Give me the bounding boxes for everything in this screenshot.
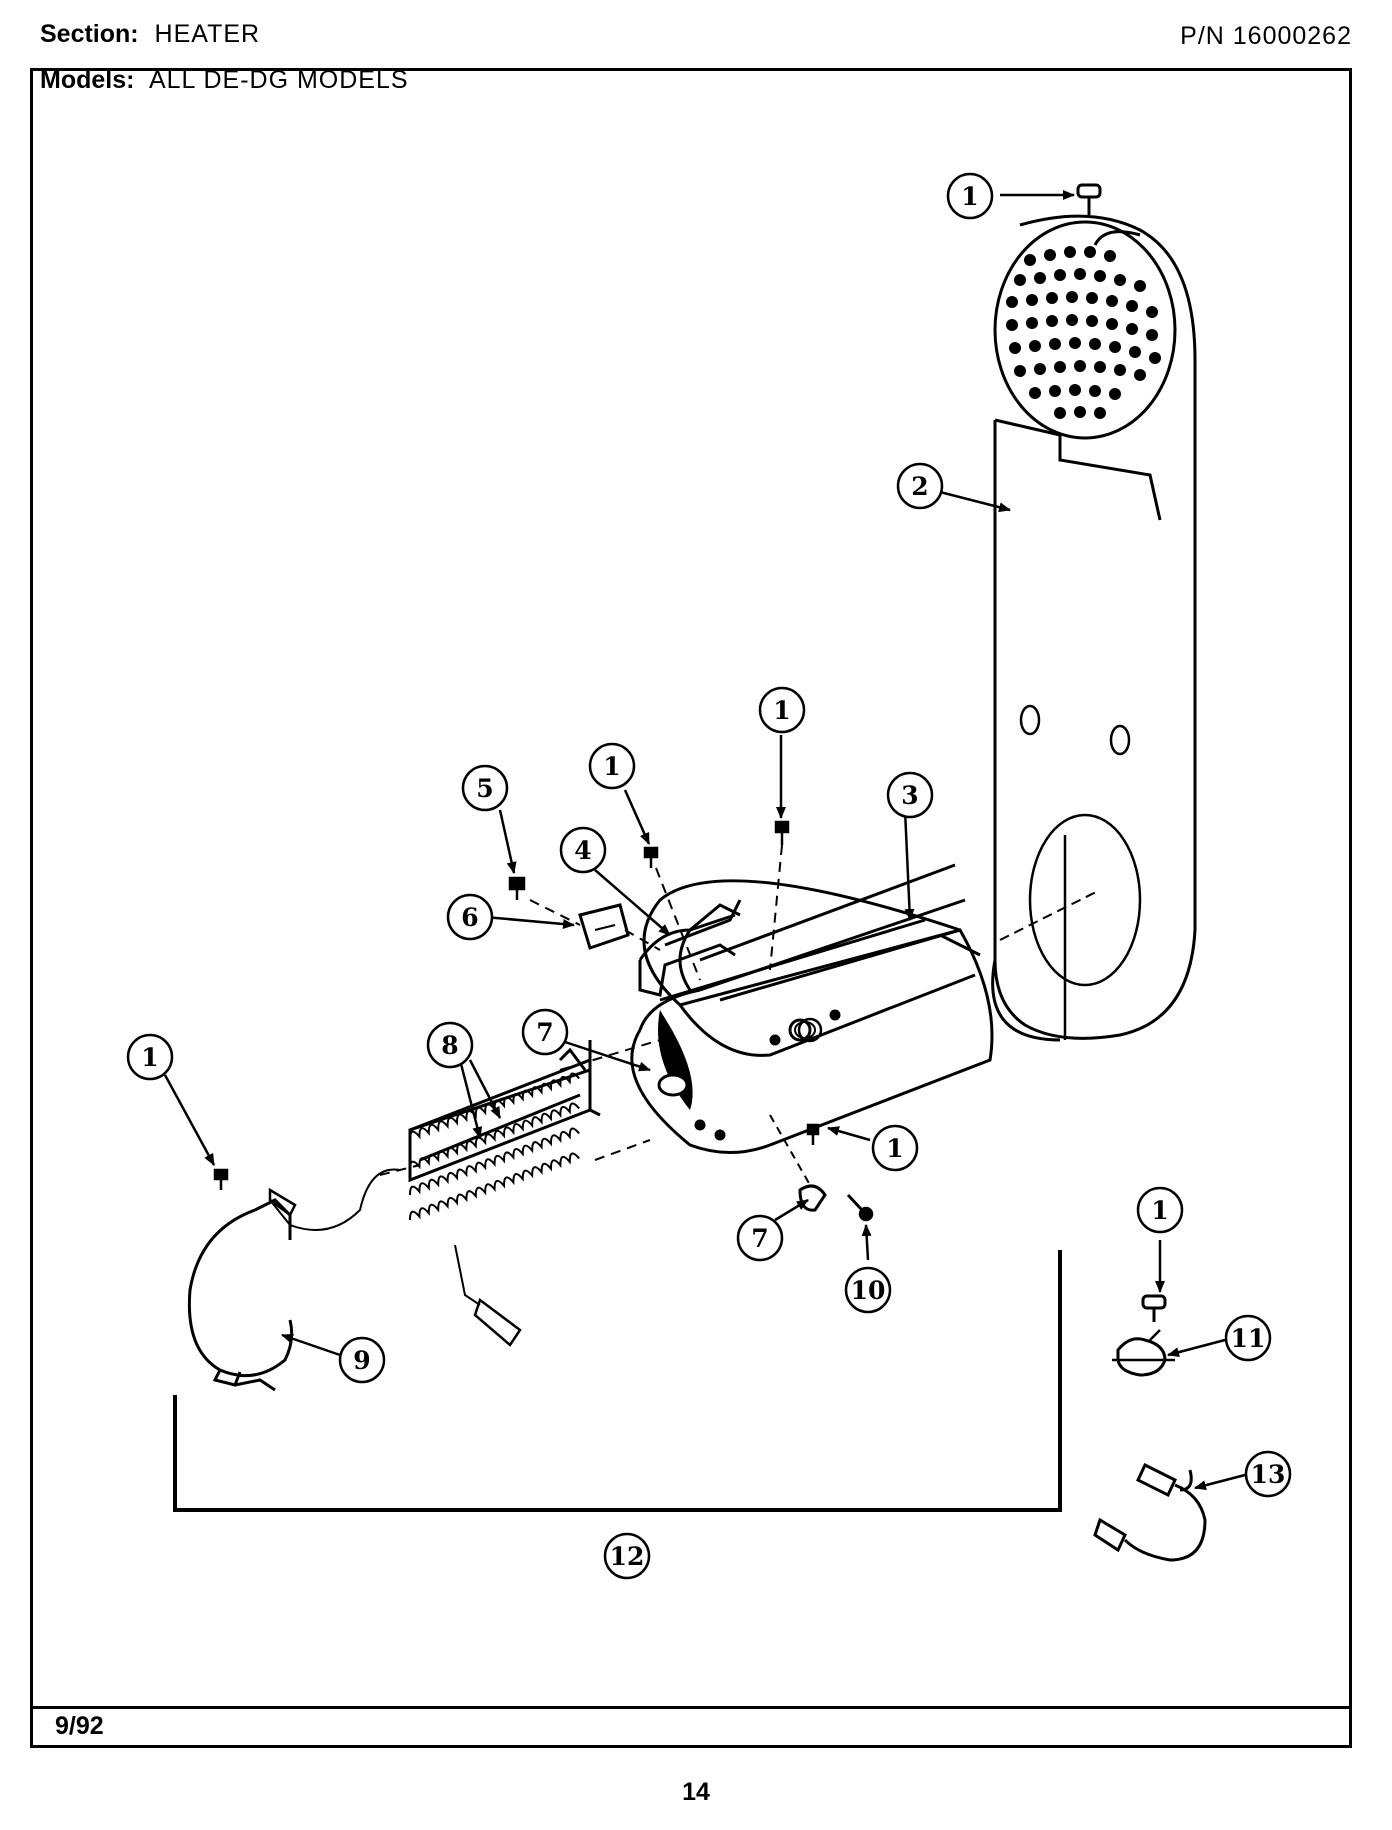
svg-text:1: 1 [141,1043,158,1072]
screw-top [1076,183,1102,215]
part-number: P/N 16000262 [1180,22,1352,50]
svg-text:7: 7 [751,1224,768,1253]
diagram-frame [30,68,1352,1748]
screw-cylinder-top [774,820,790,845]
assembly-bracket [173,1250,1062,1512]
page-number: 14 [682,1778,710,1806]
svg-text:1: 1 [886,1134,903,1163]
insulator [578,903,630,950]
callout-1-bracket: 1 [588,742,636,790]
section-heading: Section: HEATER [40,20,260,49]
svg-text:7: 7 [536,1018,553,1047]
callout-2: 2 [896,462,944,510]
screw-bracket [643,846,659,868]
duct-vent-holes [1006,246,1161,419]
revision-date: 9/92 [55,1712,104,1740]
svg-text:8: 8 [441,1031,458,1060]
svg-text:11: 11 [1231,1324,1266,1353]
svg-text:1: 1 [773,696,790,725]
assembly-lines [379,844,783,1176]
section-value: HEATER [154,20,261,48]
leader-arrows [163,190,1246,1491]
thermostat-stud-upper [657,1073,689,1097]
wire-harness [1093,1462,1207,1562]
callout-1-cylinder: 1 [758,686,806,734]
callout-9: 9 [338,1336,386,1384]
svg-text:12: 12 [610,1542,645,1571]
end-cover [187,1198,294,1392]
svg-text:1: 1 [961,182,978,211]
svg-text:10: 10 [851,1276,886,1305]
callout-12: 12 [603,1532,651,1580]
callout-11: 11 [1224,1314,1272,1362]
screw-left [213,1168,229,1190]
element-leads [268,1168,522,1347]
callout-1-top: 1 [946,172,994,220]
svg-text:4: 4 [574,836,591,865]
screw-part10 [846,1193,874,1222]
callout-1-thermostat: 1 [1136,1186,1184,1234]
svg-text:1: 1 [603,752,620,781]
screw-part5 [508,876,526,900]
svg-text:1: 1 [1151,1196,1168,1225]
callout-7-upper: 7 [521,1008,569,1056]
svg-text:13: 13 [1251,1460,1286,1489]
callout-10: 10 [844,1266,892,1314]
heater-duct [991,214,1197,1042]
callout-3: 3 [886,771,934,819]
callout-1-left: 1 [126,1033,174,1081]
callouts: 1 2 1 3 1 5 4 6 [126,172,1292,1580]
svg-text:9: 9 [353,1346,370,1375]
callout-8: 8 [426,1021,474,1069]
callout-4: 4 [559,826,607,874]
callout-5: 5 [461,764,509,812]
svg-text:6: 6 [461,903,478,932]
callout-7-lower: 7 [736,1214,784,1262]
svg-text:2: 2 [911,472,928,501]
footer-divider [30,1706,1352,1709]
section-label: Section: [40,20,139,48]
thermostat-part11 [1112,1329,1175,1377]
svg-text:3: 3 [901,781,918,810]
heater-housing [630,863,994,1154]
svg-text:5: 5 [476,774,493,803]
screw-thermostat [1141,1294,1167,1322]
heating-coils [408,1072,580,1221]
callout-6: 6 [446,893,494,941]
callout-1-bottom: 1 [871,1124,919,1172]
bracket [638,899,742,997]
callout-13: 13 [1244,1450,1292,1498]
